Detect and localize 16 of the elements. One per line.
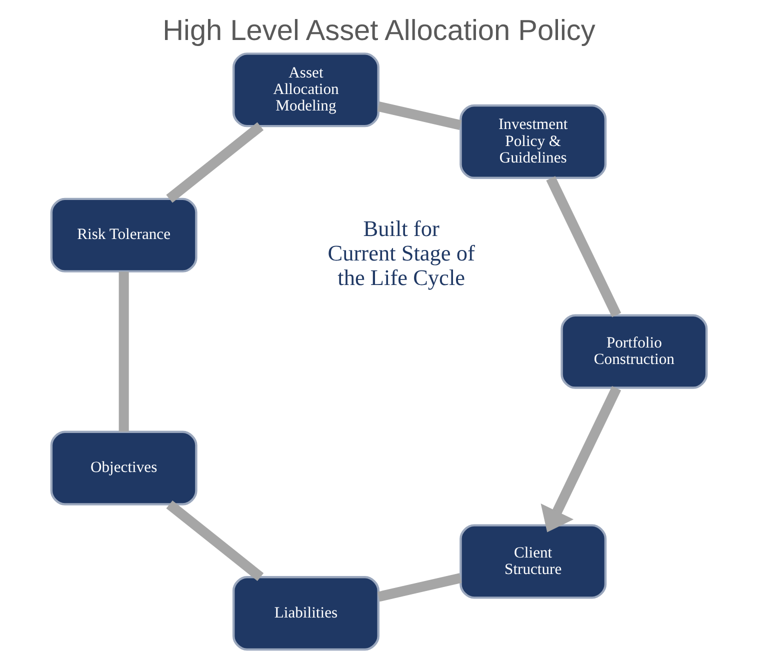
node-box: Objectives [50,430,198,506]
diagram-title: High Level Asset Allocation Policy [162,15,596,48]
node-box: Portfolio Construction [560,314,708,389]
arrow [540,386,622,532]
node-box: Client Structure [460,524,607,599]
node-box: Liabilities [232,576,380,651]
connector [118,272,129,432]
connector [546,176,622,318]
node-box: Risk Tolerance [50,198,198,272]
node-box: Investment Policy & Guidelines [460,104,607,180]
connector [377,102,462,130]
label: Built for Current Stage of the Life Cycle [328,216,475,290]
connector [166,122,264,203]
connector [166,500,264,581]
connector [377,573,462,602]
node-box: Asset Allocation Modeling [232,52,380,128]
